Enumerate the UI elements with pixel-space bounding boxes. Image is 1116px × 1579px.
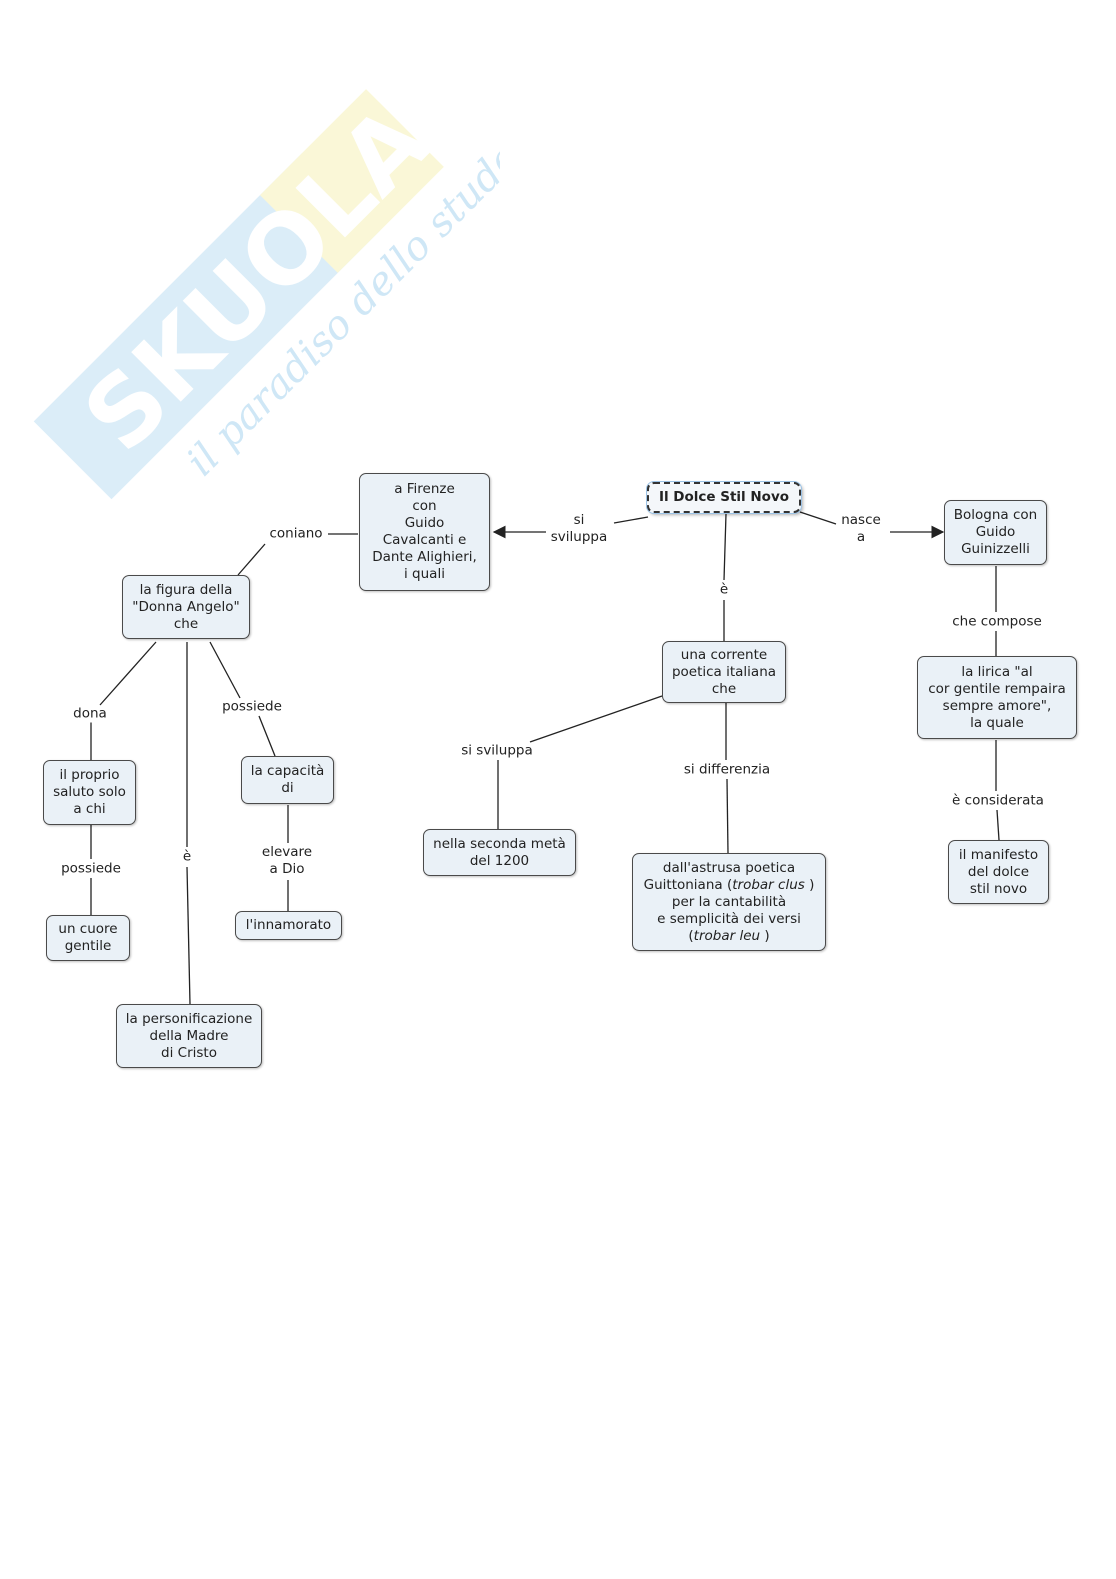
astrusa-line3: per la cantabilità [671,893,787,910]
link-label-possiede-right: possiede [219,698,285,716]
astrusa-line5: (trobar leu ) [688,928,769,945]
concept-madre[interactable]: la personificazione della Madre di Crist… [116,1004,262,1068]
link-si-differenzia-astrusa [726,778,729,854]
link-label-possiede-left: possiede [58,860,124,878]
concept-donna-angelo[interactable]: la figura della "Donna Angelo" che [122,575,250,639]
astrusa-line1: dall'astrusa poetica [662,859,796,876]
concept-saluto[interactable]: il proprio saluto solo a chi [43,760,136,825]
link-label-coniano: coniano [266,525,326,543]
concept-seconda-meta[interactable]: nella seconda metà del 1200 [423,829,576,876]
astrusa-line2-post: ) [804,876,815,893]
link-label-dona: dona [70,705,110,723]
astrusa-line5-post: ) [760,927,770,944]
link-label-nasce-a: nasce a [838,512,884,546]
astrusa-line2-pre: Guittoniana ( [643,876,733,893]
link-possiede-capacita [258,715,276,757]
concept-root[interactable]: Il Dolce Stil Novo [647,482,801,513]
concept-lirica[interactable]: la lirica "al cor gentile rempaira sempr… [917,656,1077,739]
astrusa-line4: e semplicità dei versi [657,910,801,927]
link-label-che-compose: che compose [949,613,1045,631]
link-root-e [723,513,727,581]
concept-cuore[interactable]: un cuore gentile [46,915,130,961]
concept-corrente[interactable]: una corrente poetica italiana che [662,641,786,703]
concept-astrusa[interactable]: dall'astrusa poetica Guittoniana (trobar… [632,853,826,951]
link-label-si-sviluppa-top: si sviluppa [547,512,611,546]
link-donna-dona [99,641,157,706]
astrusa-trobar-leu: trobar leu [693,927,761,944]
concept-firenze[interactable]: a Firenze con Guido Cavalcanti e Dante A… [359,473,490,591]
link-corrente-si-sviluppa [529,695,663,743]
link-considerata-manifesto [996,809,1000,841]
link-label-si-sviluppa-bottom: si sviluppa [458,742,536,760]
concept-innamorato[interactable]: l'innamorato [235,911,342,940]
link-donna-possiede [209,641,241,699]
link-label-si-differenzia: si differenzia [680,761,774,779]
link-e-madre [186,866,191,1005]
link-label-e-left: è [179,848,195,866]
concept-manifesto[interactable]: il manifesto del dolce stil novo [948,840,1049,904]
astrusa-line5-pre: ( [688,927,694,944]
concept-bologna[interactable]: Bologna con Guido Guinizzelli [944,500,1047,565]
link-coniano-donna [237,543,266,576]
link-label-elevare: elevare a Dio [258,844,316,878]
astrusa-line2: Guittoniana (trobar clus ) [644,877,815,894]
link-label-e-considerata: è considerata [949,792,1047,810]
concept-capacita[interactable]: la capacità di [241,756,334,804]
astrusa-trobar-clus: trobar clus [732,876,805,893]
link-root-si-sviluppa [613,516,649,524]
link-label-e-center: è [716,581,732,599]
link-root-nasce [799,511,837,525]
